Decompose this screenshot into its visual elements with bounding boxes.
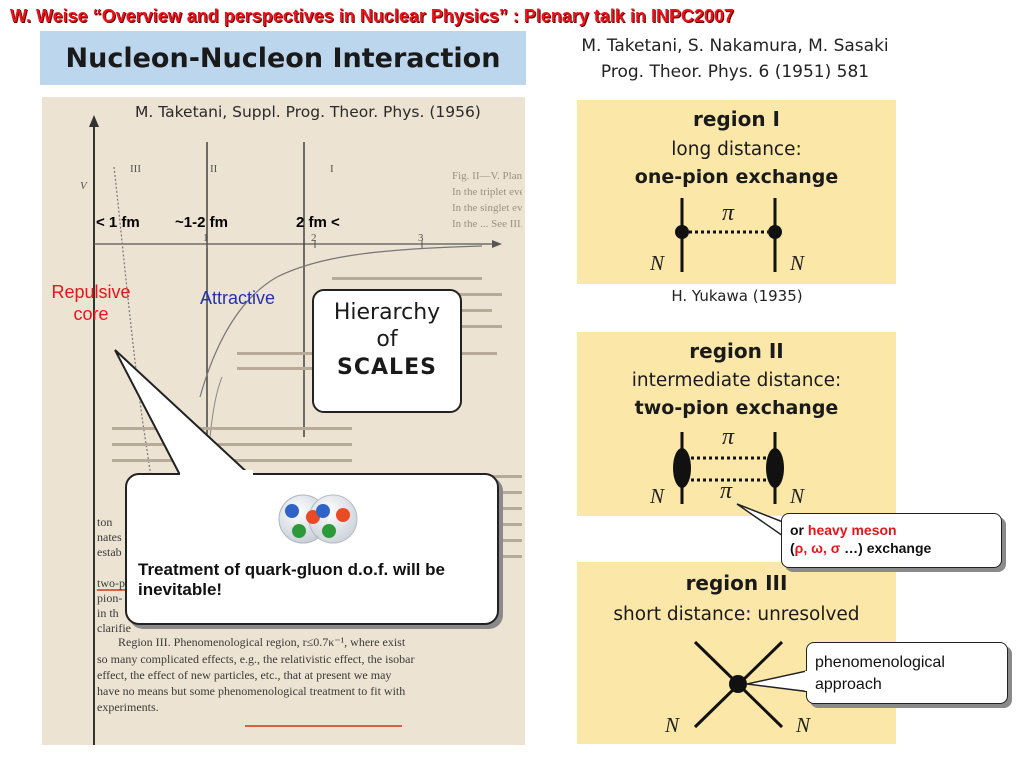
two-pion-diagram: [673, 432, 784, 504]
region-2-bold: two-pion exchange: [634, 397, 839, 419]
citation-authors: M. Taketani, S. Nakamura, M. Sasaki: [581, 36, 889, 56]
hierarchy-line-1: Hierarchy: [333, 300, 441, 325]
region-2-n-left: N: [650, 484, 665, 508]
slide-title: Nucleon-Nucleon Interaction: [40, 31, 526, 85]
repulsive-core-label: Repulsive core: [51, 282, 131, 324]
scan-fragment-6: in th: [97, 606, 119, 620]
heavy-meson-callout: [781, 513, 1002, 568]
callout-tail: [114, 349, 253, 476]
pheno-callout-tail: [746, 669, 812, 693]
axis-v-label: V: [80, 180, 87, 192]
faint-caption-4: In the ... See III.: [452, 218, 522, 230]
region-2-pi-bottom: π: [720, 478, 733, 504]
blob-right: [766, 448, 784, 488]
scan-fragment-5: pion-: [97, 591, 123, 605]
callout-join: [180, 470, 253, 476]
faint-caption-2: In the triplet even state: See II.: [452, 186, 522, 198]
vertex-left: [675, 225, 689, 239]
region-1-panel: region I long distance: one-pion exchang…: [577, 100, 896, 284]
scan-citation: M. Taketani, Suppl. Prog. Theor. Phys. (…: [135, 103, 481, 121]
region3-line-2: so many complicated effects, e.g., the r…: [97, 652, 415, 666]
faint-caption-1: Fig. II—V. Plan Theoretical Potential: [452, 170, 522, 182]
attractive-label: Attractive: [200, 288, 276, 308]
region3-line-5: experiments.: [97, 700, 159, 714]
region-3-n-left: N: [665, 713, 680, 737]
region-1-n-left: N: [650, 251, 665, 275]
scanned-paper-page: [42, 97, 525, 745]
quark-callout-pointer: [114, 349, 253, 476]
quark-cluster-icon: [278, 494, 358, 544]
meson-callout-tail: [736, 503, 784, 538]
citation-journal: Prog. Theor. Phys. 6 (1951) 581: [600, 62, 870, 82]
blob-left: [673, 448, 691, 488]
phenomenological-text: phenomenological approach: [815, 652, 945, 696]
hierarchy-line-2: of: [376, 327, 398, 352]
yukawa-citation: H. Yukawa (1935): [671, 287, 803, 305]
quark-gluon-statement: Treatment of quark-gluon d.o.f. will be …: [138, 560, 445, 599]
region-2-n-right: N: [790, 484, 805, 508]
region-2-title: region II: [689, 339, 784, 363]
region-1-bold: one-pion exchange: [634, 166, 839, 188]
scan-fragment-4: two-p: [97, 576, 125, 590]
contact-vertex: [729, 675, 747, 693]
vertex-right: [768, 225, 782, 239]
region-2-pi-top: π: [722, 424, 735, 450]
region-1-n-right: N: [790, 251, 805, 275]
region-1-subtitle: long distance:: [671, 139, 802, 160]
region-3-subtitle: short distance: unresolved: [613, 604, 860, 625]
scan-fragment-3: estab: [97, 545, 122, 559]
region-1-title: region I: [693, 107, 780, 131]
region3-line-3: effect, the effect of new particles, etc…: [97, 668, 392, 682]
scan-fragment-7: clarifie: [97, 621, 131, 635]
region3-line-4: have no means but some phenomenological …: [97, 684, 406, 698]
region-label-i: I: [330, 163, 334, 175]
scan-fragment-1: ton: [97, 515, 113, 529]
meson-prefix: or: [790, 522, 808, 538]
distance-label-short: < 1 fm: [96, 214, 140, 231]
region3-line-1: Region III. Phenomenological region, r≤0…: [118, 635, 406, 649]
hierarchy-line-3: SCALES: [337, 355, 437, 380]
region-2-subtitle: intermediate distance:: [631, 370, 842, 391]
axis-arrow-up: [89, 115, 99, 127]
scan-fragment-2: nates: [97, 530, 122, 544]
pheno-line-1: phenomenological: [815, 654, 945, 671]
heavy-meson-line-2: (ρ, ω, σ …) exchange: [790, 539, 931, 557]
tick-label-2: 2: [311, 232, 317, 244]
distance-label-long: 2 fm <: [296, 214, 340, 231]
heavy-meson-line-1: or heavy meson: [790, 521, 931, 539]
contact-interaction-diagram: [693, 640, 784, 729]
region-3-title: region III: [685, 571, 788, 595]
tick-label-1: 1: [203, 232, 209, 244]
citation-taketani-1951: M. Taketani, S. Nakamura, M. Sasaki Prog…: [545, 33, 925, 85]
pheno-callout-join: [805, 671, 810, 691]
axis-arrow-right: [492, 240, 502, 248]
meson-highlight: heavy meson: [807, 522, 897, 538]
one-pion-diagram: [675, 198, 782, 272]
phenomenological-callout: [806, 642, 1008, 704]
meson-greek: ρ, ω, σ: [794, 540, 841, 556]
tick-label-3: 3: [418, 232, 424, 244]
meson-rest: …) exchange: [840, 540, 932, 556]
region-3-n-right: N: [796, 713, 811, 737]
region-label-iii: III: [130, 163, 141, 175]
region-2-panel: region II intermediate distance: two-pio…: [577, 332, 896, 516]
pheno-line-2: approach: [815, 676, 882, 693]
meson-paren: (: [790, 540, 795, 556]
region-1-pi-label: π: [722, 200, 735, 226]
heavy-meson-text: or heavy meson (ρ, ω, σ …) exchange: [790, 521, 931, 557]
distance-label-mid: ~1-2 fm: [175, 214, 228, 231]
region-label-ii: II: [210, 163, 218, 175]
faint-caption-3: In the singlet even state: See III.: [452, 202, 522, 214]
hierarchy-of-scales-box: Hierarchy of SCALES: [312, 289, 462, 413]
slide-header: W. Weise “Overview and perspectives in N…: [10, 6, 734, 26]
meson-callout-join: [782, 522, 786, 538]
attractive-potential-curve: [199, 245, 483, 398]
